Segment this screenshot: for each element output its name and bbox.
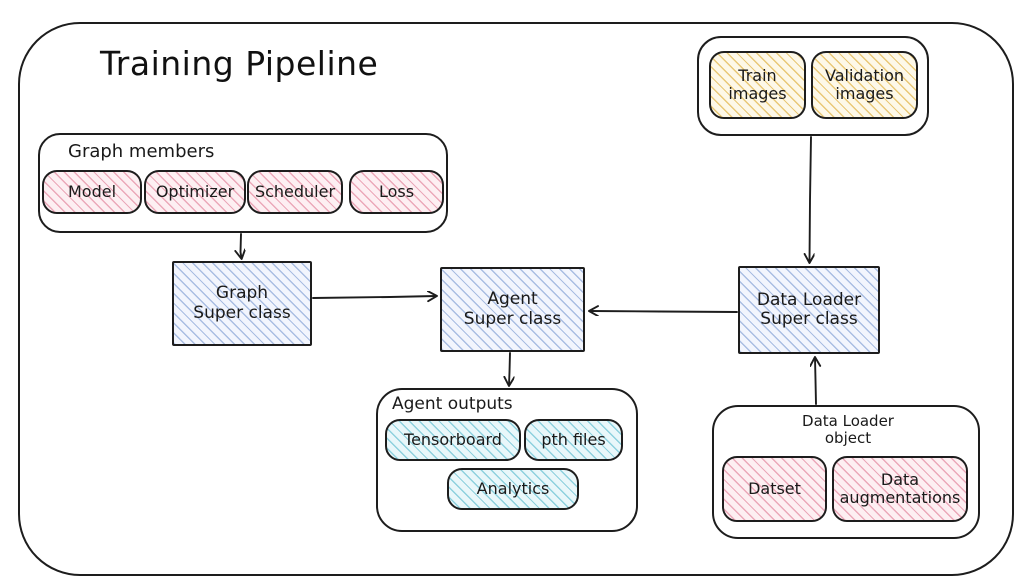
node-validation-images[interactable]: Validation images bbox=[811, 51, 918, 119]
node-graph-super-class[interactable]: Graph Super class bbox=[172, 261, 312, 346]
node-train-images[interactable]: Train images bbox=[709, 51, 806, 119]
group-agent-outputs-title: Agent outputs bbox=[392, 394, 513, 414]
node-pth-files[interactable]: pth files bbox=[524, 419, 623, 461]
group-data-loader-object-title: Data Loader object bbox=[802, 412, 894, 447]
page-title: Training Pipeline bbox=[100, 44, 379, 83]
node-agent-super-class[interactable]: Agent Super class bbox=[440, 267, 585, 352]
node-scheduler[interactable]: Scheduler bbox=[247, 170, 343, 214]
node-datset[interactable]: Datset bbox=[722, 456, 827, 522]
node-data-loader-super-class[interactable]: Data Loader Super class bbox=[738, 266, 880, 354]
group-graph-members-title: Graph members bbox=[68, 141, 215, 162]
node-tensorboard[interactable]: Tensorboard bbox=[385, 419, 521, 461]
node-data-augmentations[interactable]: Data augmentations bbox=[832, 456, 968, 522]
node-model[interactable]: Model bbox=[42, 170, 142, 214]
node-loss[interactable]: Loss bbox=[349, 170, 444, 214]
node-analytics[interactable]: Analytics bbox=[447, 468, 579, 510]
node-optimizer[interactable]: Optimizer bbox=[144, 170, 246, 214]
